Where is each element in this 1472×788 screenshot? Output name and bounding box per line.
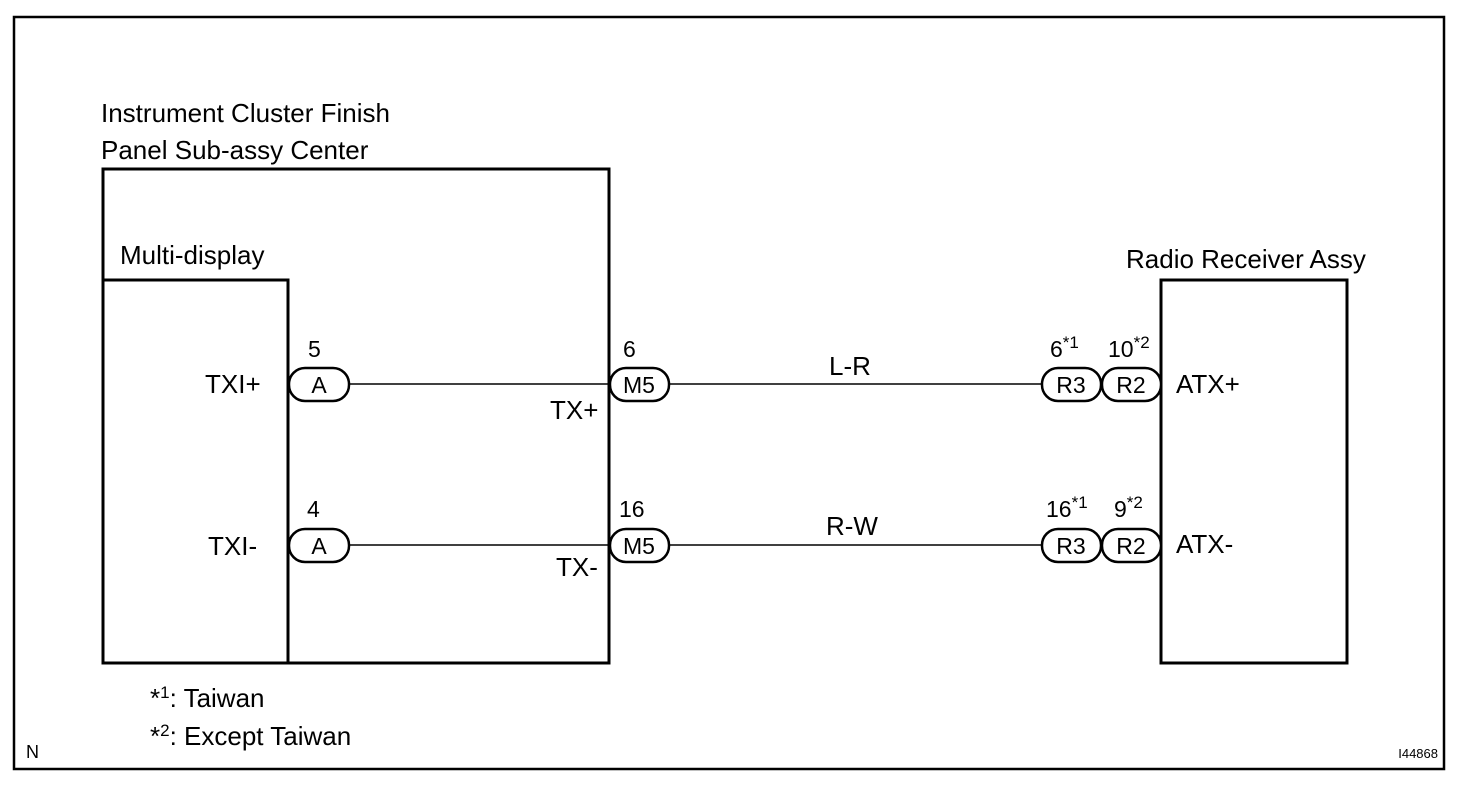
pin-number: 4: [307, 496, 320, 522]
pin-number: 16: [619, 496, 645, 522]
corner-mark: N: [26, 742, 39, 762]
note-mark: *1: [1063, 333, 1079, 352]
pin-r3: 16: [1046, 496, 1072, 522]
panel-title-line1: Instrument Cluster Finish: [101, 98, 390, 128]
diagram-frame: [12, 15, 1446, 771]
terminal-atx-plus: ATX+: [1176, 369, 1240, 399]
connector-label: R2: [1116, 533, 1145, 559]
terminal-txi-minus: TXI-: [208, 531, 257, 561]
connector-label: A: [311, 533, 327, 559]
connector-label: A: [311, 372, 327, 398]
pin-r3: 6: [1050, 336, 1063, 362]
pin-r2: 9: [1114, 496, 1127, 522]
connector-r2: [1100, 527, 1163, 564]
radio-receiver-box: [1159, 278, 1349, 665]
circuit-upper: TXI+ 5 A TX+ 6 M5 L-R 6*1 R3 10*2 R2 ATX…: [205, 333, 1240, 425]
note-number: 1: [160, 683, 169, 702]
note-taiwan: *1: Taiwan: [150, 683, 265, 713]
terminal-tx-plus: TX+: [550, 395, 598, 425]
pin-number: 5: [308, 336, 321, 362]
note-number: 2: [160, 721, 169, 740]
note-mark: *2: [1127, 493, 1143, 512]
wire-color-label: R-W: [826, 511, 878, 541]
terminal-tx-minus: TX-: [556, 552, 598, 582]
pin-r2: 10: [1108, 336, 1134, 362]
note-mark: *1: [1072, 493, 1088, 512]
connector-label: R3: [1056, 533, 1085, 559]
terminal-txi-plus: TXI+: [205, 369, 261, 399]
pin-number: 6*1: [1050, 333, 1079, 362]
radio-receiver-title: Radio Receiver Assy: [1126, 244, 1366, 274]
pin-number: 16*1: [1046, 493, 1088, 522]
pin-number: 6: [623, 336, 636, 362]
note-mark: *: [150, 683, 160, 713]
circuit-lower: TXI- 4 A TX- 16 M5 R-W 16*1 R3 9*2 R2 AT…: [208, 493, 1233, 582]
pin-number: 10*2: [1108, 333, 1150, 362]
note-except-taiwan: *2: Except Taiwan: [150, 721, 351, 751]
note-text: : Except Taiwan: [170, 721, 352, 751]
connector-label: M5: [623, 533, 655, 559]
note-text: : Taiwan: [170, 683, 265, 713]
note-mark: *: [150, 721, 160, 751]
wire-color-label: L-R: [829, 351, 871, 381]
terminal-atx-minus: ATX-: [1176, 529, 1233, 559]
multi-display-box: [101, 278, 290, 665]
figure-id: I44868: [1398, 746, 1438, 761]
connector-r2: [1100, 366, 1163, 403]
connector-label: R3: [1056, 372, 1085, 398]
connector-label: R2: [1116, 372, 1145, 398]
multi-display-title: Multi-display: [120, 240, 265, 270]
note-mark: *2: [1134, 333, 1150, 352]
connector-label: M5: [623, 372, 655, 398]
pin-number: 9*2: [1114, 493, 1143, 522]
panel-title-line2: Panel Sub-assy Center: [101, 135, 369, 165]
